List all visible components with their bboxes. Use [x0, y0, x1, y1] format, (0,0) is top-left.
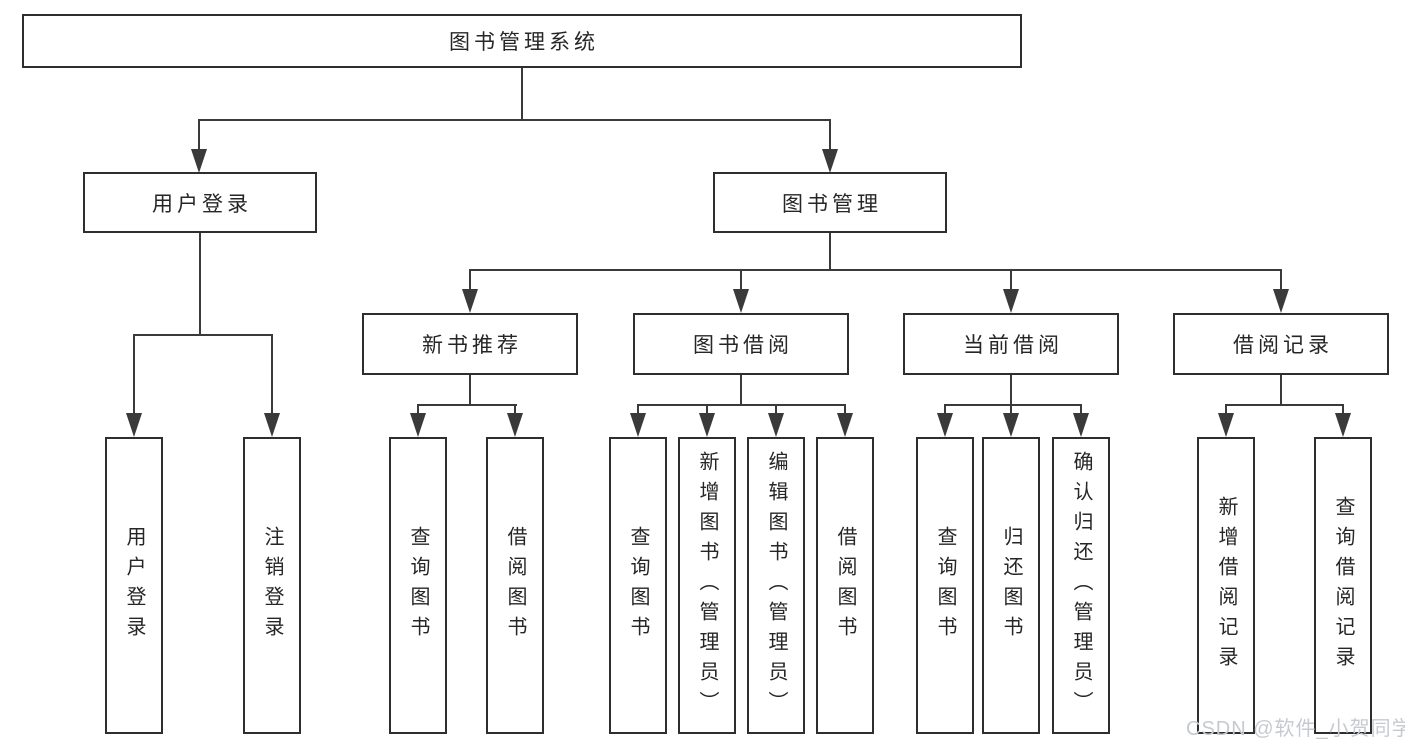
connector-arrow	[462, 289, 478, 313]
node-borrowing-records: 借阅记录	[1173, 313, 1389, 375]
node-label: 借阅记录	[1233, 334, 1333, 357]
connector-line	[740, 375, 742, 406]
leaf-borrow-books-recommend: 借阅图书	[486, 437, 544, 734]
node-book-management: 图书管理	[713, 172, 947, 233]
connector-line	[469, 269, 1282, 271]
connector-line	[1342, 404, 1344, 416]
connector-line	[469, 269, 471, 291]
connector-arrow	[837, 413, 853, 437]
connector-line	[637, 404, 639, 416]
node-label: 图书管理系统	[449, 31, 599, 54]
connector-line	[829, 233, 831, 270]
leaf-confirm-return-admin: 确认归还（管理员）	[1052, 437, 1110, 734]
node-library-management-system: 图书管理系统	[22, 14, 1022, 68]
node-label: 新增借阅记录	[1215, 495, 1237, 676]
leaf-edit-books-admin: 编辑图书（管理员）	[747, 437, 805, 734]
node-label: 用户登录	[123, 525, 145, 646]
node-new-book-recommendation: 新书推荐	[362, 313, 578, 375]
connector-line	[1080, 404, 1082, 416]
node-label: 新增图书（管理员）	[696, 450, 718, 721]
connector-line	[944, 404, 1082, 406]
connector-line	[1010, 269, 1012, 291]
connector-line	[133, 334, 273, 336]
node-current-borrowing: 当前借阅	[903, 313, 1119, 375]
connector-arrow	[1003, 289, 1019, 313]
connector-arrow	[699, 413, 715, 437]
connector-arrow	[1218, 413, 1234, 437]
connector-line	[469, 375, 471, 406]
connector-arrow	[1073, 413, 1089, 437]
connector-line	[1280, 269, 1282, 291]
leaf-add-books-admin: 新增图书（管理员）	[678, 437, 736, 734]
node-label: 借阅图书	[834, 525, 856, 646]
node-label: 图书借阅	[693, 334, 793, 357]
node-label: 新书推荐	[422, 334, 522, 357]
leaf-add-borrow-record: 新增借阅记录	[1197, 437, 1255, 734]
connector-line	[1225, 404, 1227, 416]
connector-arrow	[1273, 289, 1289, 313]
connector-arrow	[733, 289, 749, 313]
connector-arrow	[264, 413, 280, 437]
connector-line	[271, 334, 273, 416]
connector-arrow	[768, 413, 784, 437]
node-label: 归还图书	[1000, 525, 1022, 646]
node-label: 用户登录	[152, 192, 252, 216]
connector-line	[198, 119, 200, 152]
connector-line	[417, 404, 419, 416]
connector-arrow	[1335, 413, 1351, 437]
connector-line	[133, 334, 135, 416]
connector-arrow	[191, 149, 207, 173]
connector-line	[1280, 375, 1282, 406]
connector-line	[944, 404, 946, 416]
connector-line	[1010, 404, 1012, 416]
connector-line	[198, 119, 831, 121]
leaf-query-books-current: 查询图书	[916, 437, 974, 734]
node-label: 注销登录	[261, 525, 283, 646]
connector-arrow	[630, 413, 646, 437]
node-label: 编辑图书（管理员）	[765, 450, 787, 721]
node-book-borrowing: 图书借阅	[633, 313, 849, 375]
node-label: 图书管理	[782, 192, 882, 216]
connector-line	[637, 404, 846, 406]
leaf-user-login: 用户登录	[105, 437, 163, 734]
node-label: 查询借阅记录	[1332, 495, 1354, 676]
connector-line	[844, 404, 846, 416]
node-label: 借阅图书	[504, 525, 526, 646]
connector-arrow	[507, 413, 523, 437]
connector-line	[514, 404, 516, 416]
connector-arrow	[937, 413, 953, 437]
connector-line	[740, 269, 742, 291]
node-label: 确认归还（管理员）	[1070, 450, 1092, 721]
connector-line	[829, 119, 831, 152]
leaf-query-borrow-record: 查询借阅记录	[1314, 437, 1372, 734]
leaf-query-books-recommend: 查询图书	[389, 437, 447, 734]
connector-arrow	[822, 149, 838, 173]
connector-line	[1010, 375, 1012, 406]
node-user-login: 用户登录	[83, 172, 317, 233]
connector-line	[417, 404, 517, 406]
connector-line	[775, 404, 777, 416]
leaf-logout-login: 注销登录	[243, 437, 301, 734]
connector-line	[521, 68, 523, 120]
connector-arrow	[410, 413, 426, 437]
leaf-borrow-books-borrowing: 借阅图书	[816, 437, 874, 734]
csdn-watermark: CSDN @软件_小贺同学	[1186, 718, 1405, 740]
connector-line	[199, 233, 201, 335]
node-label: 当前借阅	[963, 334, 1063, 357]
connector-line	[706, 404, 708, 416]
connector-arrow	[1003, 413, 1019, 437]
node-label: 查询图书	[407, 525, 429, 646]
leaf-return-books: 归还图书	[982, 437, 1040, 734]
node-label: 查询图书	[627, 525, 649, 646]
leaf-query-books-borrowing: 查询图书	[609, 437, 667, 734]
node-label: 查询图书	[934, 525, 956, 646]
connector-line	[1225, 404, 1344, 406]
connector-arrow	[126, 413, 142, 437]
